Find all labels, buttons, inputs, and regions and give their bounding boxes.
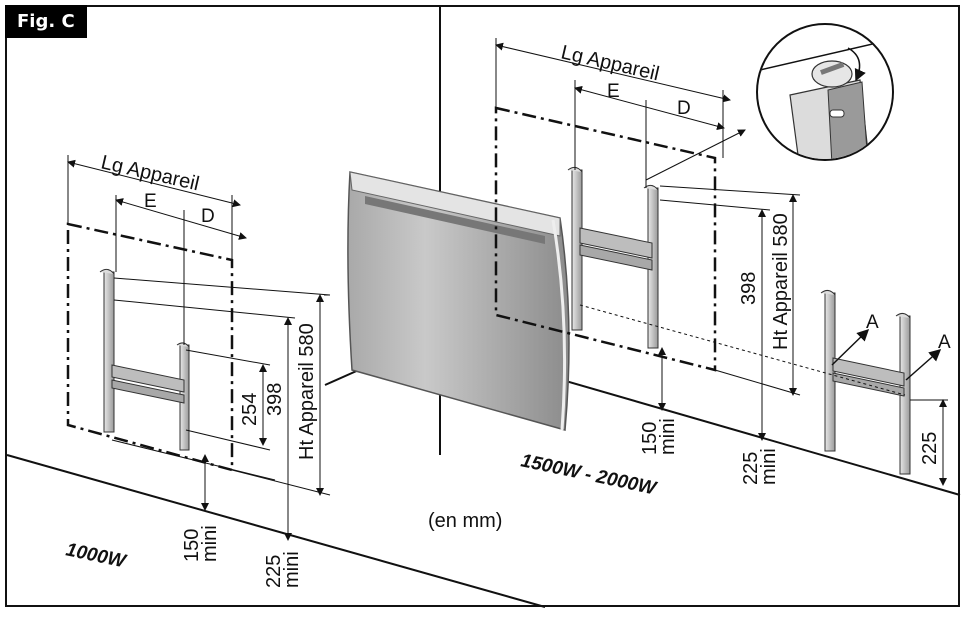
left-ht-label: Ht Appareil 580: [296, 323, 318, 460]
figure-frame: [5, 5, 960, 607]
right-e-label: E: [607, 81, 620, 102]
right-min225-value: 225: [740, 452, 762, 485]
right-a1-label: A: [866, 312, 879, 333]
left-outline: [66, 222, 234, 472]
radiator-illustration: [347, 171, 570, 431]
right-dim-398: 398: [738, 272, 760, 305]
left-min150-value: 150: [181, 529, 203, 562]
left-dim-398: 398: [264, 383, 286, 416]
wall-bracket: [99, 268, 190, 451]
right-dim-225: 225: [919, 432, 941, 465]
unit-note: (en mm): [428, 510, 502, 532]
left-min225-value: 225: [263, 555, 285, 588]
left-min225-unit: mini: [281, 551, 303, 588]
right-min225-unit: mini: [758, 448, 780, 485]
left-e-label: E: [144, 191, 157, 212]
left-d-label: D: [201, 206, 215, 227]
right-d-label: D: [677, 98, 691, 119]
wall-bracket: [567, 166, 659, 349]
left-dimensions: [67, 155, 331, 541]
right-min150-value: 150: [639, 422, 661, 455]
a-arrows: [831, 328, 942, 381]
left-min150-unit: mini: [199, 525, 221, 562]
right-dimensions: [495, 38, 948, 486]
rotary-lock-detail: [756, 23, 894, 161]
right-min150-unit: mini: [657, 418, 679, 455]
figure-label: Fig. C: [5, 5, 87, 38]
right-ht-label: Ht Appareil 580: [770, 213, 792, 350]
left-dim-254: 254: [239, 393, 261, 426]
right-a2-label: A: [938, 332, 951, 353]
